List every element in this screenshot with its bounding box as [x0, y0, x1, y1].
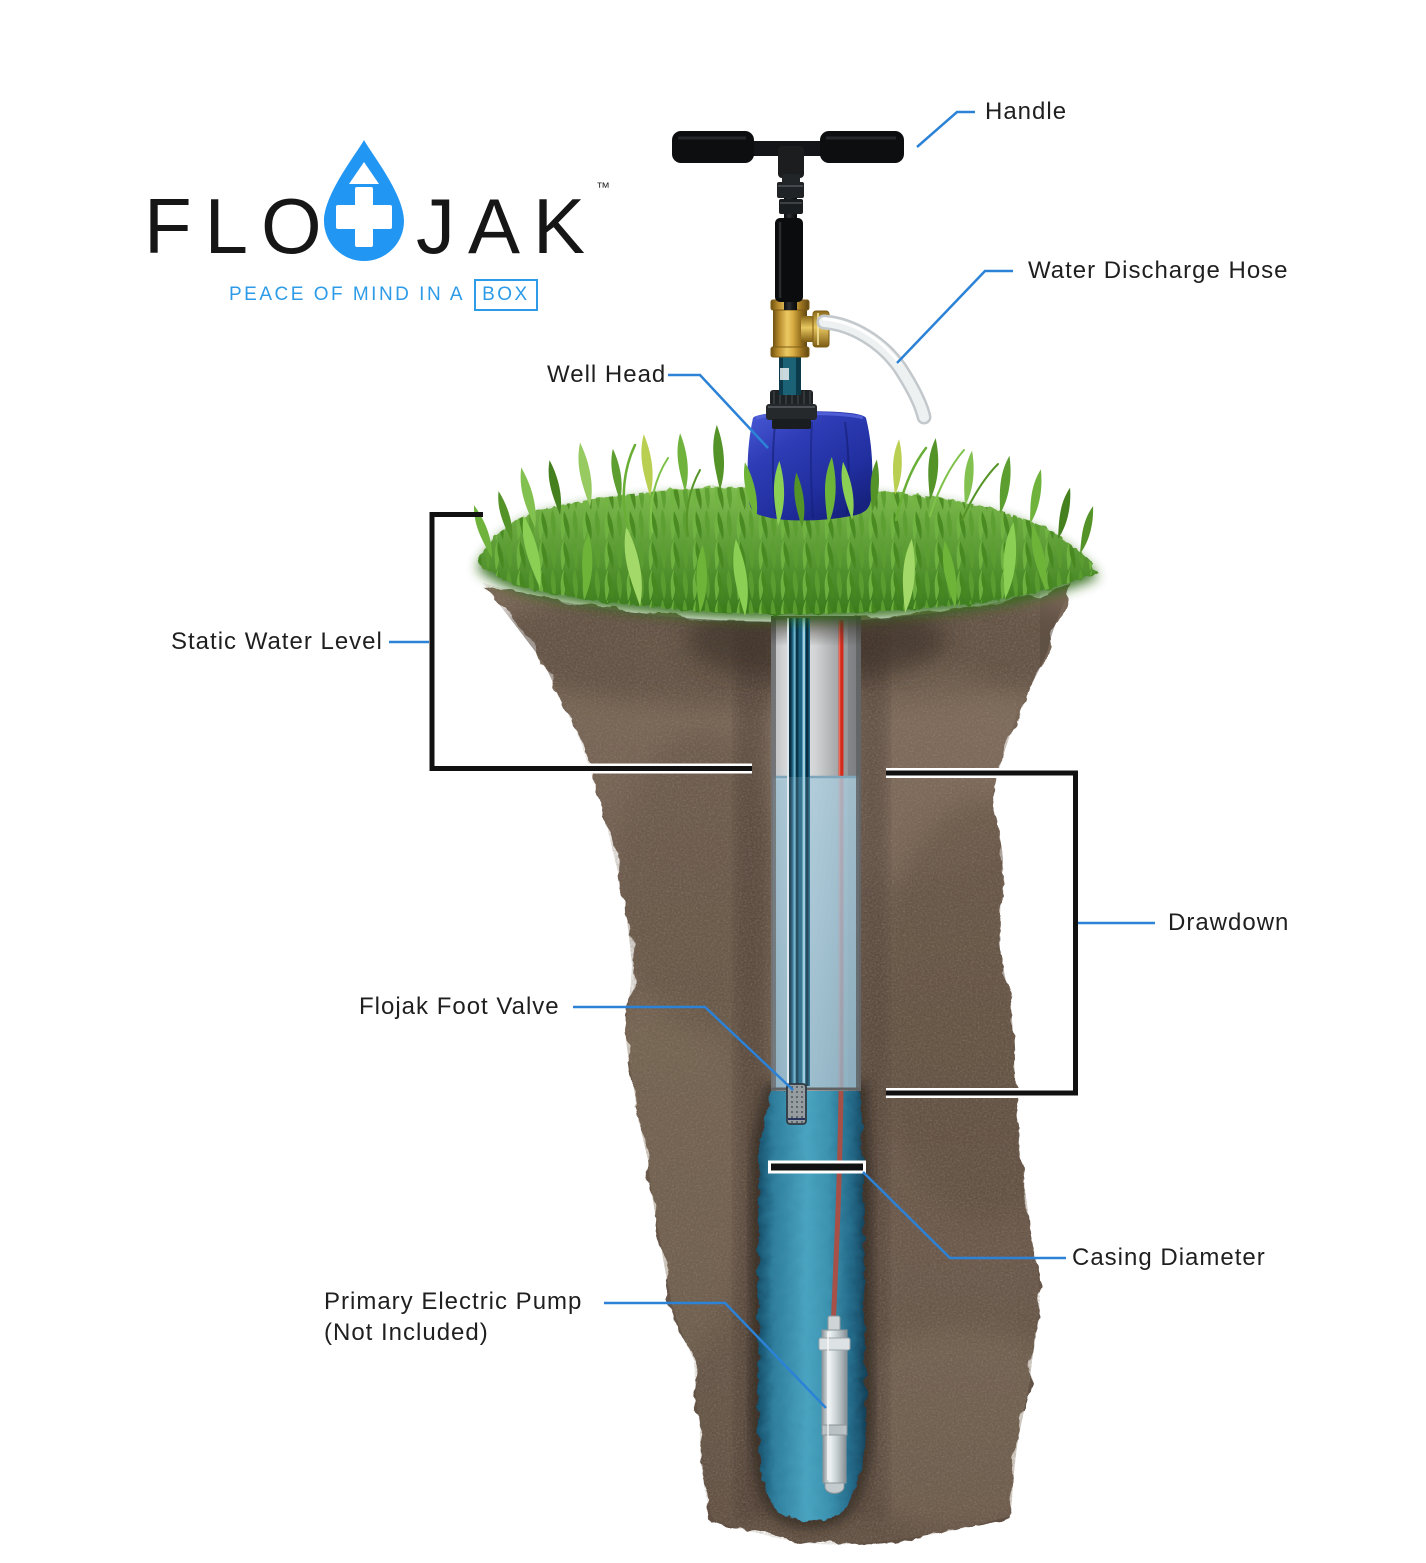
label-casing-diameter: Casing Diameter: [1072, 1244, 1266, 1271]
tagline-box-word: BOX: [474, 279, 538, 311]
label-water-discharge-hose: Water Discharge Hose: [1028, 257, 1289, 284]
leader-lines: [389, 110, 1155, 1409]
label-well-head: Well Head: [547, 361, 667, 388]
pump-shaft: [775, 160, 804, 310]
well-seal-cap: [766, 390, 817, 429]
leader-discharge-hose: [896, 269, 1013, 364]
logo-tagline: PEACE OF MIND IN A BOX: [229, 279, 538, 311]
label-primary-electric-pump: Primary Electric Pump (Not Included): [324, 1286, 582, 1348]
label-handle: Handle: [985, 98, 1068, 125]
hand-pump-assembly: [622, 131, 999, 537]
measurement-brackets: [429, 512, 1078, 1171]
primary-electric-pump: [818, 1315, 851, 1494]
foot-valve-screen: [786, 1083, 807, 1125]
flojak-pipe: [787, 618, 810, 1088]
leader-foot-valve: [573, 1005, 794, 1091]
pump-handle: [672, 131, 904, 184]
leader-handle: [916, 110, 975, 148]
well-casing: [771, 616, 861, 1091]
logo-word-flo: FLO: [144, 182, 335, 270]
casing-water-column: [773, 777, 859, 1089]
label-flojak-foot-valve: Flojak Foot Valve: [359, 993, 560, 1020]
tagline-text: PEACE OF MIND IN A: [229, 284, 466, 305]
label-primary-electric-pump-line1: Primary Electric Pump: [324, 1288, 583, 1315]
borehole-water: [750, 1082, 874, 1528]
leader-casing-diameter: [862, 1171, 1066, 1260]
drawdown-bracket: [886, 770, 1078, 1096]
leader-electric-pump: [604, 1301, 827, 1409]
static-water-level-bracket: [429, 512, 752, 771]
grass-wisps: [622, 443, 999, 537]
flojak-logo: FLO JAK ™: [144, 139, 644, 319]
label-static-water-level: Static Water Level: [171, 628, 383, 655]
water-discharge-hose: [816, 314, 932, 425]
logo-word-jak: JAK: [416, 182, 599, 270]
pump-power-cable-deep: [830, 1088, 844, 1331]
drop-pipe-stub: [779, 353, 801, 395]
grass-surface: [471, 424, 1099, 621]
logo-trademark: ™: [596, 179, 611, 195]
label-primary-electric-pump-line2: (Not Included): [324, 1319, 489, 1346]
leader-well-head: [668, 373, 769, 449]
label-drawdown: Drawdown: [1168, 909, 1290, 936]
flojak-drop-icon: [324, 140, 404, 261]
